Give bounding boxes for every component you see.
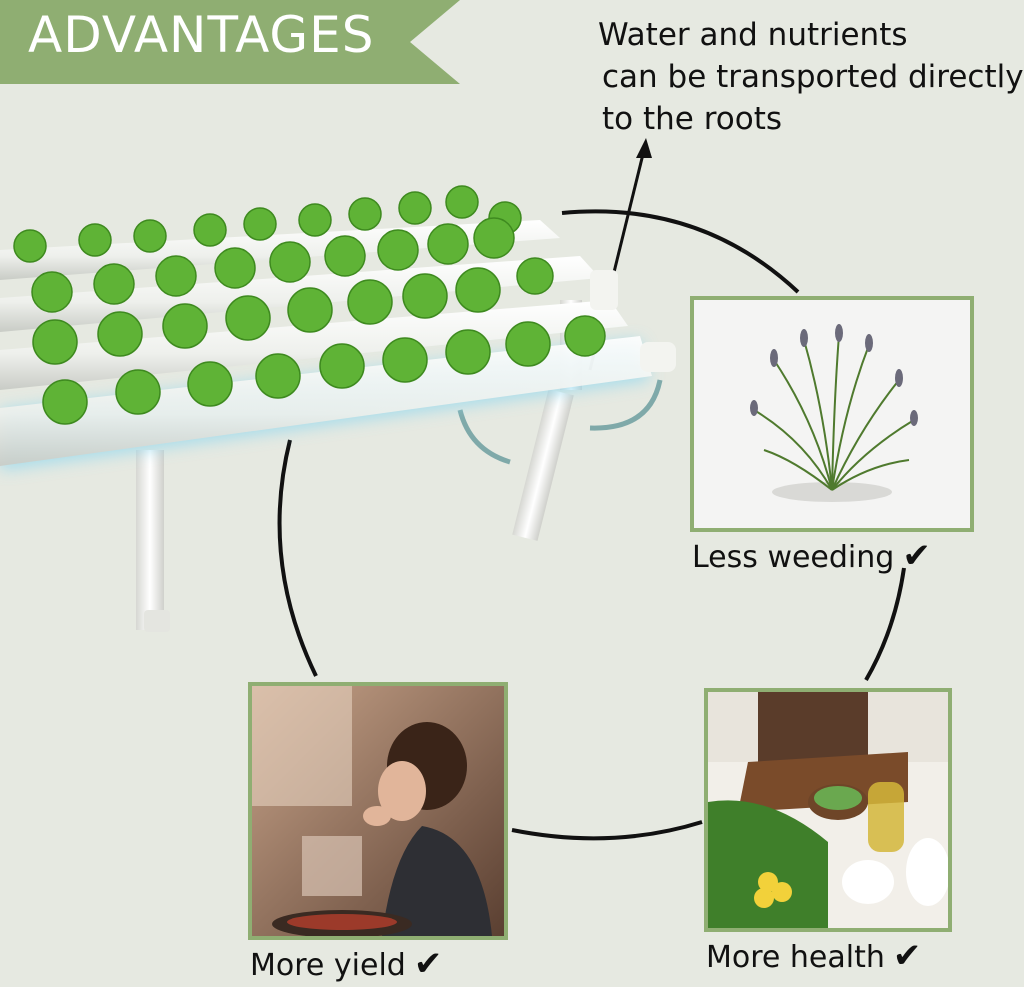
caption-more-yield: More yield✔ (250, 944, 442, 984)
lettuce-plants (13, 185, 606, 425)
grass-tuft-icon (694, 300, 970, 528)
lettuce-row-2 (31, 217, 554, 313)
pipe-end-cap (640, 342, 676, 372)
callout-line-3: to the roots (602, 101, 783, 137)
caption-less-weeding: Less weeding✔ (692, 536, 931, 576)
woman-tasting-food-icon (252, 686, 504, 936)
lettuce-row-1 (13, 185, 522, 263)
pipe-elbow (590, 270, 618, 310)
photo-less-weeding (690, 296, 974, 532)
callout-line-2: can be transported directly (602, 59, 1024, 95)
leg-front-left (136, 450, 164, 630)
pipe-row-4 (0, 336, 652, 466)
check-icon: ✔ (413, 944, 443, 984)
photo-more-yield (248, 682, 508, 940)
arc-right (864, 567, 906, 682)
leg-foot-left (144, 610, 170, 632)
photo-more-health (704, 688, 952, 932)
callout-line-1: Water and nutrients (598, 17, 908, 53)
check-icon: ✔ (902, 536, 931, 576)
water-callout: Water and nutrients can be transported d… (598, 14, 1024, 140)
water-tube (457, 409, 511, 465)
caption-text: More health (706, 940, 885, 975)
vegetables-kitchen-icon (708, 692, 948, 928)
check-icon: ✔ (892, 936, 922, 976)
banner-shape (0, 0, 460, 84)
pipe-row-3 (0, 300, 628, 390)
leg-front-right (512, 389, 574, 541)
hydroponic-system-illustration (0, 185, 676, 632)
caption-more-health: More health✔ (706, 936, 921, 976)
water-tube-2 (589, 379, 663, 431)
caption-text: More yield (250, 948, 406, 983)
title-banner (0, 0, 460, 84)
caption-text: Less weeding (692, 540, 895, 575)
arc-bottom (511, 820, 703, 841)
callout-arrow-head (636, 138, 652, 158)
lettuce-row-3 (32, 267, 501, 365)
lettuce-row-4 (42, 315, 606, 425)
banner-title: ADVANTAGES (28, 6, 375, 64)
